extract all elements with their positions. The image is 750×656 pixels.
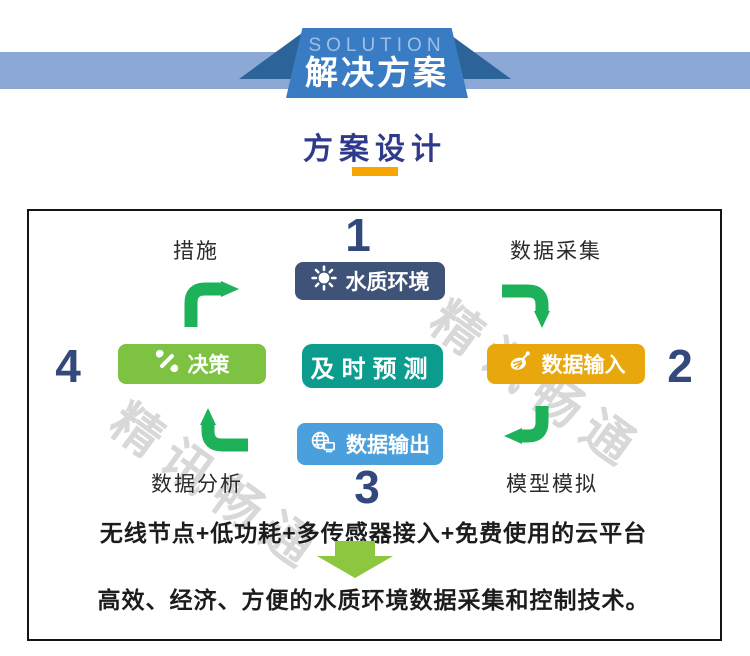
node-label: 决策 (187, 354, 230, 377)
footnote-summary: 高效、经济、方便的水质环境数据采集和控制技术。 (97, 587, 650, 613)
wrench-icon (155, 349, 179, 379)
step-number-2: 2 (667, 340, 693, 392)
label-data-analysis: 数据分析 (151, 473, 243, 496)
banner-title: 解决方案 (305, 54, 449, 92)
label-model-simulation: 模型模拟 (506, 473, 598, 496)
node-timely-prediction: 及时预测 (302, 344, 443, 388)
step-number-3: 3 (354, 461, 380, 513)
big-down-arrow-icon (317, 541, 393, 583)
label-measures: 措施 (173, 240, 219, 263)
node-label: 及时预测 (310, 355, 435, 383)
arrow-up-right-icon (181, 279, 245, 332)
label-data-collection: 数据采集 (510, 240, 602, 263)
globe-monitor-icon (310, 429, 337, 460)
arrow-down-left-icon (502, 406, 566, 459)
section-title: 方案设计 (303, 133, 447, 166)
arrow-right-down-icon (502, 281, 566, 334)
satellite-dish-icon (507, 348, 533, 380)
step-number-4: 4 (55, 340, 81, 392)
node-label: 数据输入 (541, 354, 626, 377)
arrow-left-up-icon (184, 407, 248, 460)
banner-eyebrow: SOLUTION (308, 35, 446, 57)
node-decision: 决策 (118, 344, 266, 384)
ribbon-banner: SOLUTION 解决方案 (286, 28, 468, 98)
sun-icon (310, 265, 337, 297)
step-number-1: 1 (345, 209, 371, 261)
node-label: 数据输出 (346, 434, 430, 457)
title-underline (352, 167, 398, 176)
node-label: 水质环境 (345, 271, 430, 294)
node-water-environment: 水质环境 (295, 262, 445, 300)
node-data-input: 数据输入 (487, 344, 645, 384)
node-data-output: 数据输出 (297, 423, 443, 465)
